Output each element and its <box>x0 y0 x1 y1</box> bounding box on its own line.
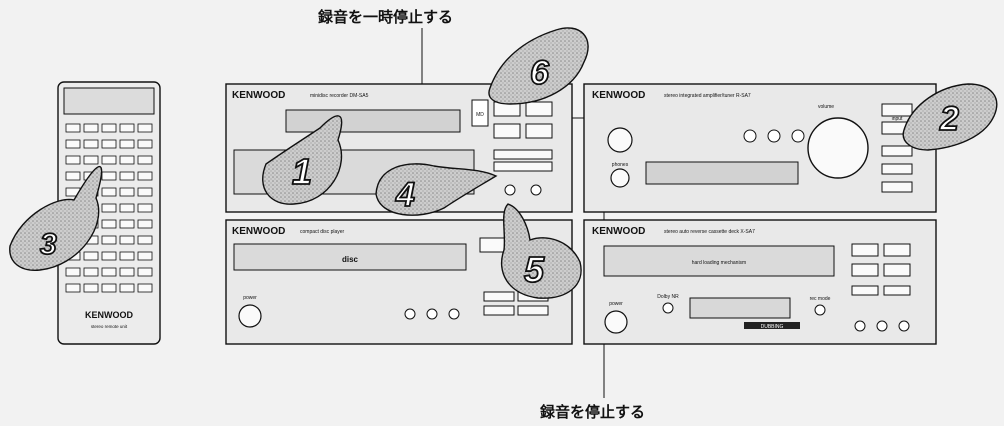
step-1-hand: 1 <box>262 115 343 205</box>
md-logo-badge <box>471 99 489 127</box>
cd-button-2[interactable] <box>426 308 438 320</box>
cd-button-4[interactable] <box>483 291 515 302</box>
deck-button-2[interactable] <box>883 243 911 257</box>
dubbing-badge <box>744 322 800 329</box>
amp-tuning-button[interactable] <box>767 129 781 143</box>
dolby-label: Dolby NR <box>657 294 679 300</box>
md-button-5[interactable] <box>493 149 553 160</box>
md-knob[interactable] <box>530 184 542 196</box>
amp-button-a[interactable] <box>881 103 913 117</box>
phones-label: phones <box>612 162 629 168</box>
remote-brand: KENWOOD <box>85 310 133 320</box>
cd-button-1[interactable] <box>404 308 416 320</box>
md-brand: KENWOOD <box>232 90 285 101</box>
amp-display <box>645 161 799 185</box>
amp-model: stereo integrated amplifier/tuner R-SA7 <box>664 93 751 99</box>
step-4-hand: 4 <box>375 163 498 216</box>
cassette-window <box>603 245 835 277</box>
step-6-hand: 6 <box>488 27 589 105</box>
remote-control: KENWOOD stereo remote unit <box>57 81 161 345</box>
cassette-window-label: hard loading mechanism <box>692 260 746 266</box>
step-number-3: 3 <box>40 228 57 261</box>
dubbing-label: DUBBING <box>761 324 784 330</box>
rec-mode-button[interactable] <box>814 304 826 316</box>
amp-button-e[interactable] <box>881 181 913 193</box>
step-5-hand: 5 <box>500 203 582 299</box>
amp-preset-button[interactable] <box>791 129 805 143</box>
md-logo-text: MD <box>476 112 484 118</box>
cd-power-label: power <box>243 295 257 301</box>
step-number-1: 1 <box>292 151 312 192</box>
cd-button-6[interactable] <box>483 305 515 316</box>
md-pause-button[interactable] <box>493 123 521 139</box>
cd-logo: disc <box>342 255 359 264</box>
volume-knob[interactable] <box>807 117 869 179</box>
deck-button-5[interactable] <box>851 285 879 296</box>
md-model: minidisc recorder DM-SA5 <box>310 93 369 99</box>
deck-button-1[interactable] <box>851 243 879 257</box>
step-number-6: 6 <box>530 54 550 92</box>
amp-band-button[interactable] <box>743 129 757 143</box>
cassette-power-label: power <box>609 301 623 307</box>
rec-mode-label: rec mode <box>810 296 831 302</box>
cassette-counter <box>689 297 791 319</box>
cd-button-7[interactable] <box>517 305 549 316</box>
cd-brand: KENWOOD <box>232 226 285 237</box>
md-display <box>285 109 461 133</box>
amplifier-tuner: KENWOOD stereo integrated amplifier/tune… <box>583 83 937 213</box>
dolby-button[interactable] <box>662 302 674 314</box>
md-stop-button[interactable] <box>504 184 516 196</box>
deck-knob-3[interactable] <box>898 320 910 332</box>
remote-model: stereo remote unit <box>91 324 128 329</box>
cd-open-button[interactable] <box>479 237 507 253</box>
caption-stop-recording: 録音を停止する <box>540 403 646 421</box>
amp-button-c[interactable] <box>881 145 913 157</box>
cassette-power-button[interactable] <box>604 310 628 334</box>
volume-label: volume <box>818 104 834 110</box>
step-number-5: 5 <box>524 249 545 290</box>
amp-button-d[interactable] <box>881 163 913 175</box>
cassette-brand: KENWOOD <box>592 226 645 237</box>
input-label: input <box>892 116 903 122</box>
amp-brand: KENWOOD <box>592 90 645 101</box>
step-number-2: 2 <box>939 100 959 138</box>
deck-button-3[interactable] <box>851 263 879 277</box>
amp-power-button[interactable] <box>607 127 633 153</box>
md-record-button[interactable] <box>525 123 553 139</box>
md-button-6[interactable] <box>493 161 553 172</box>
cassette-model: stereo auto reverse cassette deck X-SA7 <box>664 229 755 235</box>
cassette-deck: KENWOOD stereo auto reverse cassette dec… <box>583 219 937 345</box>
step-2-hand: 2 <box>902 83 998 151</box>
cd-disc-tray[interactable] <box>233 243 467 271</box>
step-number-4: 4 <box>395 176 415 214</box>
cd-power-button[interactable] <box>238 304 262 328</box>
phones-jack[interactable] <box>610 168 630 188</box>
caption-pause-recording: 録音を一時停止する <box>318 8 454 26</box>
cd-button-3[interactable] <box>448 308 460 320</box>
deck-button-4[interactable] <box>883 263 911 277</box>
deck-knob-2[interactable] <box>876 320 888 332</box>
md-button-2[interactable] <box>525 101 553 117</box>
deck-button-6[interactable] <box>883 285 911 296</box>
deck-knob-1[interactable] <box>854 320 866 332</box>
step-3-hand: 3 <box>9 165 103 271</box>
cd-model: compact disc player <box>300 229 345 235</box>
